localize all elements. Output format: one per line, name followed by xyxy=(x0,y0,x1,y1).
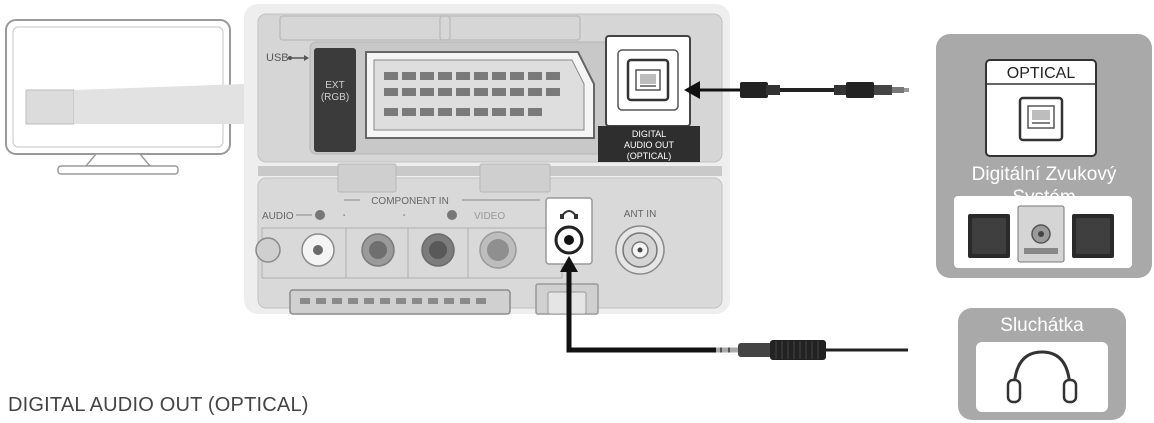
zoom-callout xyxy=(74,84,244,124)
usb-port: USB xyxy=(266,52,309,64)
video-label: VIDEO xyxy=(474,211,505,222)
tv-back-panel: USB EXT (RGB) xyxy=(244,4,730,315)
scart-port-icon xyxy=(365,51,595,139)
rca-jack-icon xyxy=(255,231,517,269)
optical-cable-icon xyxy=(684,81,909,99)
digital-sound-system-box: OPTICAL Digitální Zvukový Systém xyxy=(936,34,1152,278)
sound-system-icon xyxy=(954,196,1132,268)
optical-port-icon-2 xyxy=(1018,96,1064,142)
usb-label: USB xyxy=(266,52,289,64)
usb-icon xyxy=(288,55,309,61)
headphones-label: Sluchátka xyxy=(1000,315,1084,336)
ext-sub-label: (RGB) xyxy=(321,92,349,103)
headphone-icon-small xyxy=(560,210,578,219)
sound-system-label-line1: Digitální Zvukový xyxy=(972,164,1117,185)
optical-label: OPTICAL xyxy=(1007,65,1076,82)
digital-audio-out-port: DIGITAL AUDIO OUT (OPTICAL) xyxy=(598,35,700,162)
ext-rgb-port: EXT (RGB) xyxy=(309,41,611,155)
digital-label-line3: (OPTICAL) xyxy=(627,151,672,161)
headphones-icon xyxy=(1006,350,1078,404)
page-title: DIGITAL AUDIO OUT (OPTICAL) xyxy=(8,394,309,416)
digital-label-line1: DIGITAL xyxy=(632,129,666,139)
headphone-jack-port xyxy=(545,197,593,265)
svg-text:◔: ◔ xyxy=(401,211,406,220)
headphones-box: Sluchátka xyxy=(958,308,1126,420)
headphone-cable xyxy=(560,256,908,360)
ant-in-label: ANT IN xyxy=(624,209,657,220)
digital-label-line2: AUDIO OUT xyxy=(624,140,675,150)
headphone-jack-icon xyxy=(554,225,584,255)
component-in-label: COMPONENT IN xyxy=(371,196,449,207)
audio-label: AUDIO xyxy=(262,211,294,222)
svg-text:◔: ◔ xyxy=(341,211,346,220)
antenna-jack-icon: ANT IN xyxy=(615,209,665,275)
optical-input-port: OPTICAL xyxy=(985,59,1097,157)
optical-port-icon xyxy=(617,49,679,111)
headphone-plug-icon xyxy=(738,340,826,360)
ext-label: EXT xyxy=(325,80,344,91)
